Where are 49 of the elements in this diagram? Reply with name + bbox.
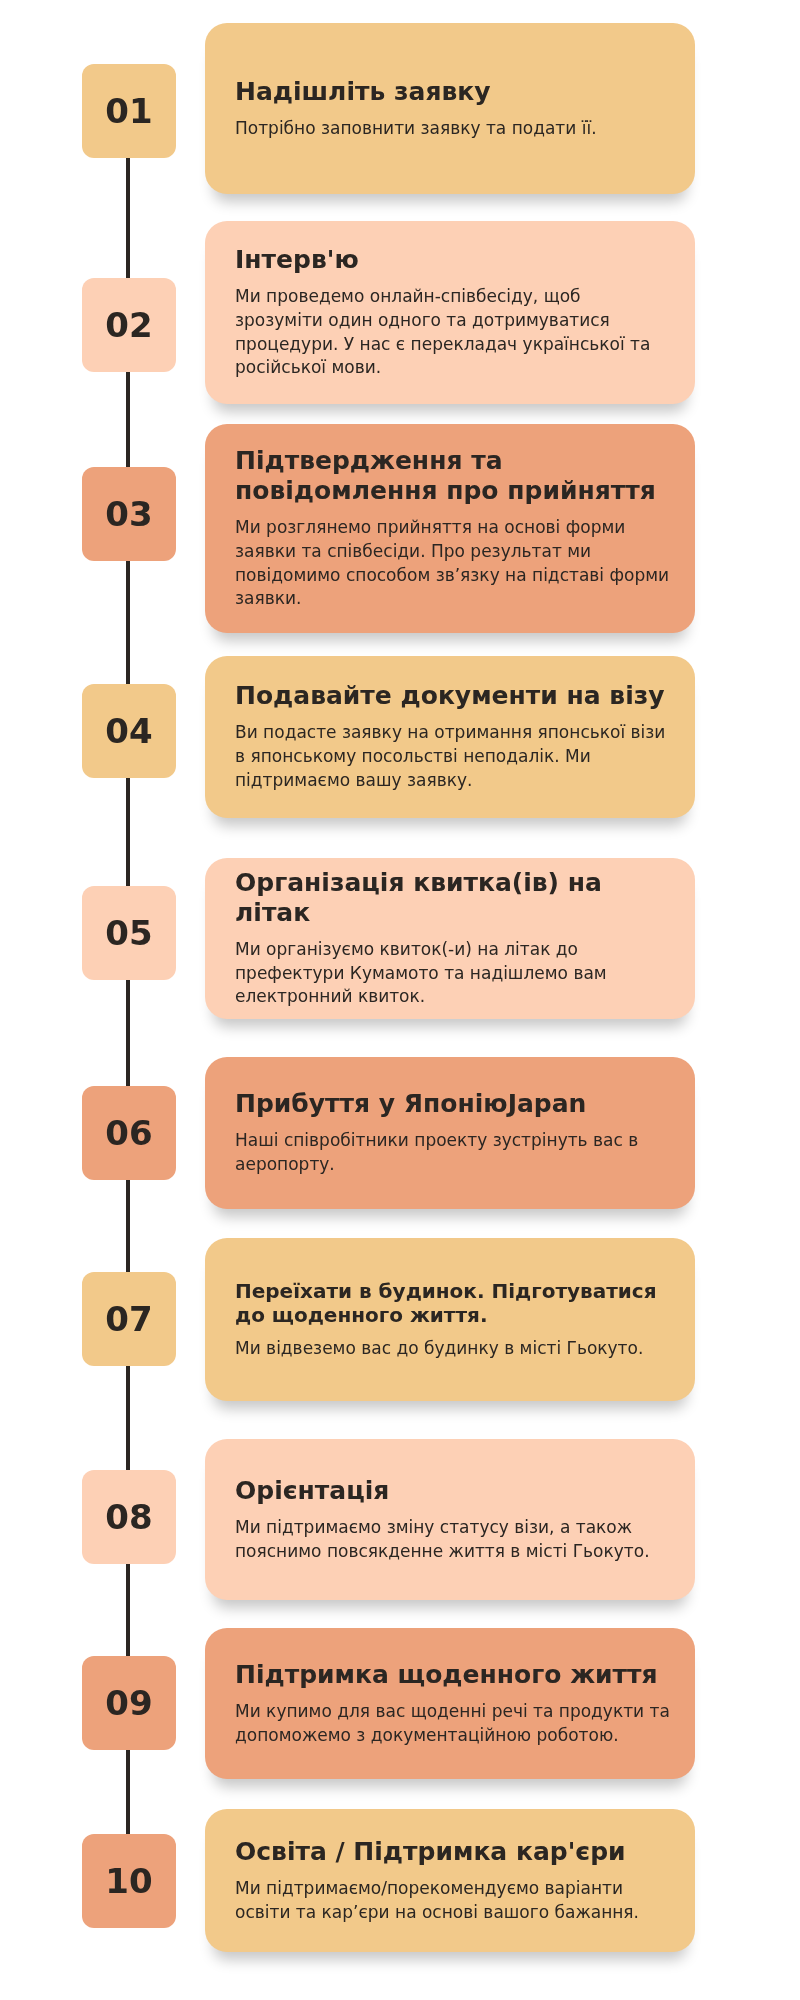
step-card — [205, 656, 695, 818]
step-card — [205, 1809, 695, 1952]
timeline-line — [126, 1366, 130, 1470]
step-description: Ви подасте заявку на отримання японської візи в японському посольстві неподалік. Ми підтримаємо вашу заявку. — [235, 721, 667, 792]
step-description: Ми розглянемо прийняття на основі форми заявки та співбесіди. Про результат ми повідомимо способом зв’язку на підставі форми заявки. — [235, 515, 671, 611]
step-title: Прибуття у ЯпоніюJapan — [235, 1089, 588, 1120]
step-number-badge: 09 — [82, 1656, 176, 1750]
step-card — [205, 1439, 695, 1600]
step-card — [205, 1628, 695, 1779]
step-card — [205, 221, 695, 404]
step-description: Ми відвеземо вас до будинку в місті Гьокуто. — [235, 1336, 645, 1360]
step-number-badge: 03 — [82, 467, 176, 561]
step-title: Інтерв'ю — [235, 244, 360, 275]
step-card — [205, 424, 695, 633]
step-title: Надішліть заявку — [235, 76, 492, 107]
step-title: Освіта / Підтримка кар'єри — [235, 1836, 627, 1867]
step-description: Ми підтримаємо/порекомендуємо варіанти освіти та кар’єри на основі вашого бажання. — [235, 1876, 640, 1924]
step-card — [205, 1238, 695, 1401]
step-number-badge: 08 — [82, 1470, 176, 1564]
step-title: Переїхати в будинок. Підготуватися до щоденного життя. — [235, 1278, 658, 1327]
timeline-line — [126, 778, 130, 886]
step-description: Ми підтримаємо зміну статусу візи, а також пояснимо повсякденне життя в місті Гьокуто. — [235, 1515, 651, 1563]
step-description: Ми купимо для вас щоденні речі та продукти та допоможемо з документаційною роботою. — [235, 1699, 671, 1747]
step-number-badge: 10 — [82, 1834, 176, 1928]
step-title: Орієнтація — [235, 1475, 391, 1506]
step-number-badge: 04 — [82, 684, 176, 778]
step-title: Подавайте документи на візу — [235, 681, 666, 712]
step-number-badge: 06 — [82, 1086, 176, 1180]
step-card — [205, 23, 695, 194]
step-number-badge: 02 — [82, 278, 176, 372]
step-number-badge: 07 — [82, 1272, 176, 1366]
step-number-badge: 01 — [82, 64, 176, 158]
step-title: Підтвердження та повідомлення про прийняття — [235, 445, 657, 506]
step-number-badge: 05 — [82, 886, 176, 980]
step-description: Наші співробітники проекту зустрінуть вас в аеропорту. — [235, 1129, 640, 1176]
timeline-line — [126, 561, 130, 684]
step-card — [205, 1057, 695, 1209]
timeline-line — [126, 980, 130, 1086]
step-description: Ми організуємо квиток(-и) на літак до префектури Кумамото та надішлемо вам електронний квиток. — [235, 937, 608, 1009]
step-description: Ми проведемо онлайн-співбесіду, щоб зрозуміти один одного та дотримуватися процедури. У нас є перекладач української та російської мови. — [235, 284, 652, 380]
timeline-line — [126, 1750, 130, 1834]
step-description: Потрібно заповнити заявку та подати її. — [235, 116, 598, 140]
step-card — [205, 858, 695, 1019]
step-title: Організація квитка(ів) на літак — [235, 867, 603, 928]
step-title: Підтримка щоденного життя — [235, 1659, 659, 1690]
timeline-line — [126, 158, 130, 278]
timeline-line — [126, 372, 130, 467]
timeline-line — [126, 1564, 130, 1656]
timeline-line — [126, 1180, 130, 1272]
